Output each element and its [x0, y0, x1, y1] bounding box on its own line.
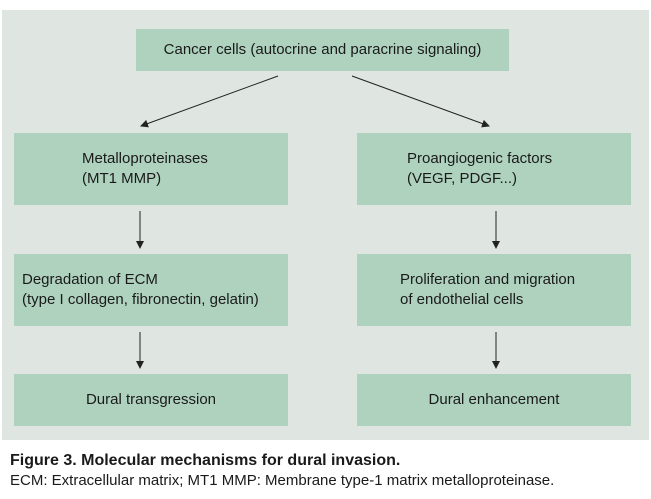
node-metalloproteinases-line2: (MT1 MMP): [82, 170, 162, 187]
node-cancer-cells-label: Cancer cells (autocrine and paracrine si…: [163, 41, 482, 58]
node-ecm-line2: (type I collagen, fibronectin, gelatin): [22, 291, 259, 308]
caption-title: Figure 3. Molecular mechanisms for dural…: [10, 452, 401, 469]
node-proangiogenic-factors: Proangiogenic factors (VEGF, PDGF...): [357, 133, 631, 205]
node-metalloproteinases: Metalloproteinases (MT1 MMP): [14, 133, 288, 205]
figure-panel: [2, 10, 649, 440]
caption-abbreviations: ECM: Extracellular matrix; MT1 MMP: Memb…: [10, 472, 555, 489]
node-proangiogenic-line2: (VEGF, PDGF...): [407, 170, 518, 187]
node-dural-transgression-label: Dural transgression: [85, 391, 217, 408]
figure-caption: Figure 3. Molecular mechanisms for dural…: [10, 451, 646, 491]
node-ecm-degradation: Degradation of ECM (type I collagen, fib…: [14, 254, 288, 326]
node-endothelial-proliferation: Proliferation and migration of endotheli…: [357, 254, 631, 326]
node-prolif-line2: of endothelial cells: [400, 291, 524, 308]
node-dural-transgression: Dural transgression: [14, 374, 288, 426]
node-prolif-line1: Proliferation and migration: [400, 271, 576, 288]
node-dural-enhancement-label: Dural enhancement: [428, 391, 560, 408]
node-proangiogenic-line1: Proangiogenic factors: [407, 150, 553, 167]
node-metalloproteinases-line1: Metalloproteinases: [82, 150, 208, 167]
node-ecm-line1: Degradation of ECM: [22, 271, 158, 288]
node-dural-enhancement: Dural enhancement: [357, 374, 631, 426]
node-cancer-cells: Cancer cells (autocrine and paracrine si…: [136, 29, 509, 71]
